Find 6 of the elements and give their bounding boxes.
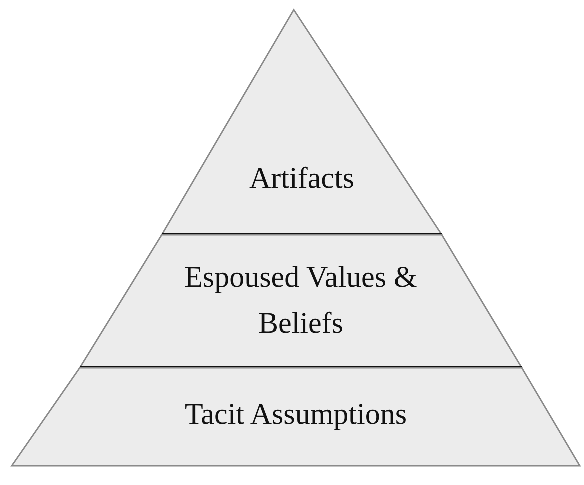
pyramid-tier [80, 235, 522, 368]
tier-label: Espoused Values & Beliefs [184, 260, 418, 342]
tier-label: Artifacts [248, 161, 356, 197]
pyramid-tier [162, 10, 442, 235]
tier-label: Tacit Assumptions [184, 397, 408, 433]
pyramid-tier [12, 368, 580, 466]
